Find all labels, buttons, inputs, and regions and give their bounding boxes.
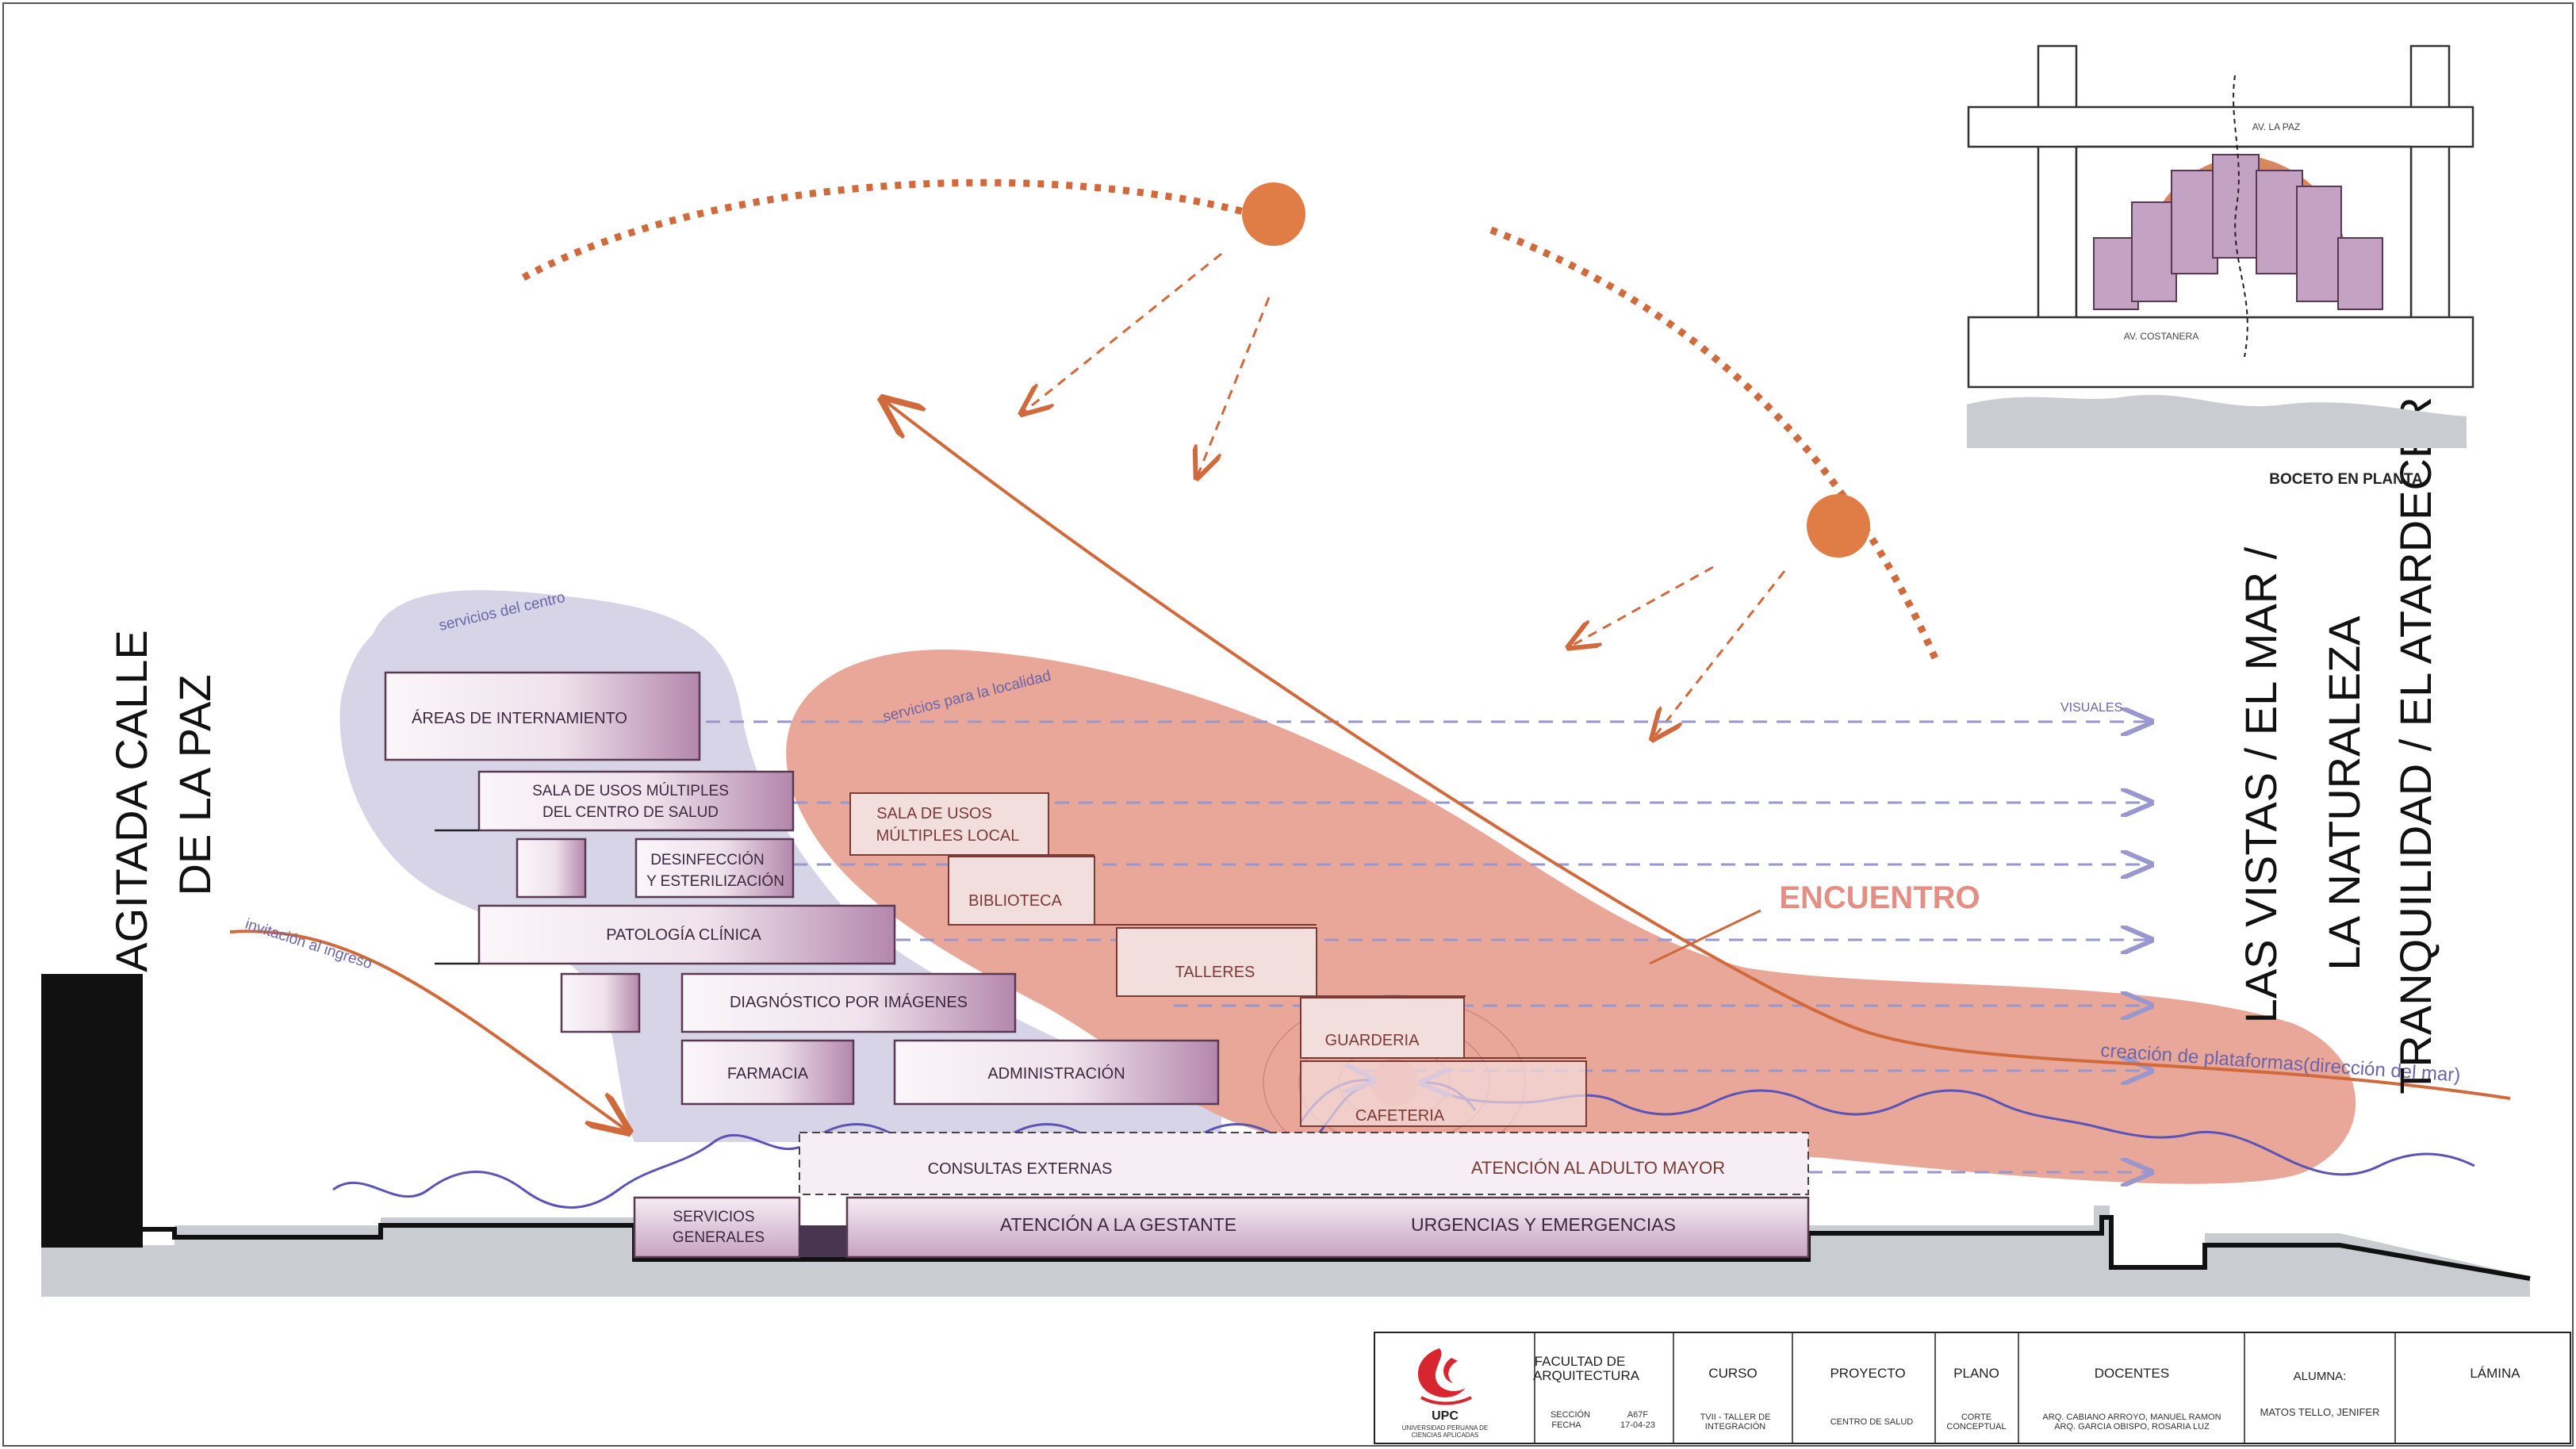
ingreso-arrow (229, 930, 627, 1130)
left-heading: AGITADA CALLE DE LA PAZ (106, 630, 220, 972)
sun-rays (1023, 252, 1786, 738)
inset-label-la-paz: AV. LA PAZ (2252, 121, 2300, 132)
fecha-value: 17-04-23 (1620, 1420, 1655, 1430)
block-consultas-label: CONSULTAS EXTERNAS (928, 1160, 1113, 1178)
right-heading-line2: LA NATURALEZA (2319, 615, 2369, 971)
plano-value-2: CONCEPTUAL (1946, 1422, 2006, 1432)
block-small-2 (560, 972, 641, 1033)
logo-sub-2: CIENCIAS APLICADAS (1412, 1432, 1478, 1439)
docentes-value-1: ARQ. CABIANO ARROYO, MANUEL RAMON (2042, 1413, 2221, 1422)
curso-value-2: INTEGRACIÓN (1705, 1421, 1765, 1432)
right-heading: LAS VISTAS / EL MAR / LA NATURALEZA TRAN… (2236, 397, 2440, 1094)
inset-label-costanera: AV. COSTANERA (2124, 331, 2198, 342)
alumna-value: MATOS TELLO, JENIFER (2260, 1406, 2380, 1418)
plano-label: PLANO (1953, 1366, 1999, 1381)
docentes-value-2: ARQ. GARCIA OBISPO, ROSARIA LUZ (2054, 1422, 2210, 1432)
inset-caption: BOCETO EN PLANTA (2269, 471, 2423, 488)
proyecto-label: PROYECTO (1830, 1366, 1905, 1381)
block-servicios-label-1: SERVICIOS (673, 1209, 754, 1225)
block-patologia (477, 904, 896, 965)
center-blocks: ÁREAS DE INTERNAMIENTO SALA DE USOS MÚLT… (384, 671, 1220, 1106)
curso-label: CURSO (1708, 1366, 1757, 1381)
block-patologia-label: PATOLOGÍA CLÍNICA (606, 926, 761, 944)
block-internamiento-label: ÁREAS DE INTERNAMIENTO (412, 709, 627, 727)
block-diagnostico (680, 972, 1017, 1033)
upc-logo-icon (1418, 1348, 1472, 1405)
right-heading-line3: TRANQUILIDAD / EL ATARDECER (2390, 397, 2440, 1094)
title-block: UPC UNIVERSIDAD PERUANA DE CIENCIAS APLI… (1374, 1332, 2571, 1444)
block-sum-local-label-2: MÚLTIPLES LOCAL (876, 826, 1020, 845)
label-invitacion: invitación al ingreso (243, 916, 374, 973)
wave-line (332, 1085, 2475, 1209)
logo-sub-1: UNIVERSIDAD PERUANA DE (1402, 1424, 1488, 1432)
block-administracion-label: ADMINISTRACIÓN (987, 1064, 1125, 1083)
block-servicios-label-2: GENERALES (673, 1229, 765, 1246)
block-farmacia-label: FARMACIA (727, 1065, 809, 1083)
local-blocks: SALA DE USOS MÚLTIPLES LOCAL BIBLIOTECA … (849, 792, 1587, 1127)
block-desinfeccion (634, 838, 795, 899)
block-sum-centro-label-2: DEL CENTRO DE SALUD (542, 804, 719, 821)
seccion-value: A67F (1627, 1410, 1649, 1420)
block-biblioteca-label: BIBLIOTECA (968, 892, 1062, 910)
encuentro-leader (1649, 909, 1761, 965)
block-desinfeccion-label-2: Y ESTERILIZACIÓN (646, 872, 784, 890)
block-diagnostico-label: DIAGNÓSTICO POR IMÁGENES (730, 993, 968, 1011)
inset-plan: AV. LA PAZ AV. COSTANERA BOCETO EN PLANT… (1967, 44, 2474, 488)
lamina-label: LÁMINA (2470, 1366, 2520, 1381)
left-heading-line2: DE LA PAZ (170, 674, 220, 895)
right-heading-line1: LAS VISTAS / EL MAR / (2236, 546, 2286, 1023)
logo-text: UPC (1432, 1409, 1459, 1423)
block-adulto-mayor-label: ATENCIÓN AL ADULTO MAYOR (1471, 1158, 1725, 1178)
block-farmacia (680, 1039, 855, 1106)
label-visuales: VISUALES (2060, 701, 2122, 715)
block-internamiento (384, 671, 701, 761)
block-desinfeccion-label-1: DESINFECCIÓN (650, 851, 765, 868)
block-sum-centro-label-1: SALA DE USOS MÚLTIPLES (532, 782, 729, 799)
block-sum-centro (477, 770, 795, 832)
block-gestante-label: ATENCIÓN A LA GESTANTE (1000, 1214, 1236, 1235)
block-talleres-label: TALLERES (1175, 964, 1255, 981)
curso-value-1: TVII - TALLER DE (1700, 1413, 1771, 1422)
sunset-direction-arrow (884, 401, 2511, 1100)
block-guarderia-label: GUARDERIA (1325, 1032, 1420, 1049)
sun-path-2 (1489, 226, 1939, 660)
proyecto-value: CENTRO DE SALUD (1830, 1417, 1914, 1427)
fecha-label: FECHA (1551, 1420, 1581, 1430)
block-cafeteria-label: CAFETERIA (1355, 1107, 1445, 1125)
sun-path-1 (521, 178, 1255, 281)
block-urgencias-label: URGENCIAS Y EMERGENCIAS (1411, 1214, 1676, 1235)
block-sum-local-label-1: SALA DE USOS (876, 805, 992, 822)
neighbor-building (41, 974, 143, 1248)
plano-value-1: CORTE (1961, 1413, 1991, 1422)
block-small-1 (516, 838, 587, 899)
seccion-label: SECCIÓN (1551, 1409, 1590, 1420)
docentes-label: DOCENTES (2095, 1366, 2169, 1381)
sunset-sun-icon (1807, 494, 1870, 558)
ground (41, 1206, 2530, 1297)
sun-icon (1242, 182, 1305, 246)
left-heading-line1: AGITADA CALLE (106, 630, 156, 972)
alumna-label: ALUMNA: (2294, 1370, 2347, 1383)
ground-blocks: CONSULTAS EXTERNAS ATENCIÓN AL ADULTO MA… (633, 1132, 1810, 1259)
block-administracion (893, 1039, 1220, 1106)
label-encuentro: ENCUENTRO (1779, 880, 1980, 915)
facultad-2: ARQUITECTURA (1533, 1368, 1640, 1383)
facultad-1: FACULTAD DE (1535, 1354, 1626, 1369)
